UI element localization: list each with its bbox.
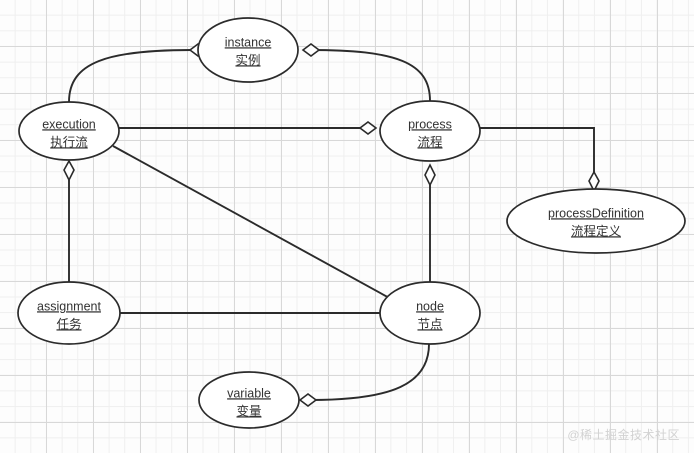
node-label-en: node [416,299,444,313]
diamond-process-definition-top [588,170,600,193]
entity-node[interactable]: node 节点 [379,281,481,345]
node-layer: instance 实例 execution 执行流 process 流程 pro… [17,17,686,429]
edge-execution-node[interactable] [112,145,394,301]
assignment-label-cn: 任务 [56,316,81,331]
process-definition-ellipse[interactable] [506,188,686,254]
process-label-cn: 流程 [417,134,443,149]
edge-layer [68,49,595,401]
diamond-process-left [358,121,378,135]
execution-label-cn: 执行流 [50,135,88,149]
variable-ellipse[interactable] [198,371,300,429]
diamond-process-bottom [424,163,436,187]
entity-variable[interactable]: variable 变量 [198,371,300,429]
process-label-en: process [408,117,452,131]
diamond-execution-bottom [63,159,75,182]
node-label-cn: 节点 [417,317,442,331]
entity-process[interactable]: process 流程 [379,100,481,162]
entity-process-definition[interactable]: processDefinition 流程定义 [506,188,686,254]
execution-ellipse[interactable] [18,101,120,161]
watermark: @稀土掘金技术社区 [567,428,680,442]
variable-label-cn: 变量 [236,403,261,418]
execution-label-en: execution [42,117,96,131]
process-definition-label-cn: 流程定义 [571,223,622,238]
process-definition-label-en: processDefinition [548,206,644,220]
edge-instance-process[interactable] [309,49,431,102]
entity-assignment[interactable]: assignment 任务 [17,281,121,345]
instance-label-cn: 实例 [235,52,260,67]
edge-node-variable[interactable] [310,343,430,401]
entity-instance[interactable]: instance 实例 [197,17,299,83]
diamond-variable-right [298,393,318,407]
entity-execution[interactable]: execution 执行流 [18,101,120,161]
edge-execution-instance[interactable] [68,49,193,103]
variable-label-en: variable [227,386,271,400]
assignment-label-en: assignment [37,299,101,313]
edge-process-process-definition[interactable] [478,127,595,184]
process-ellipse[interactable] [379,100,481,162]
node-ellipse[interactable] [379,281,481,345]
assignment-ellipse[interactable] [17,281,121,345]
instance-label-en: instance [225,35,272,49]
diamond-instance-right [301,43,321,57]
instance-ellipse[interactable] [197,17,299,83]
